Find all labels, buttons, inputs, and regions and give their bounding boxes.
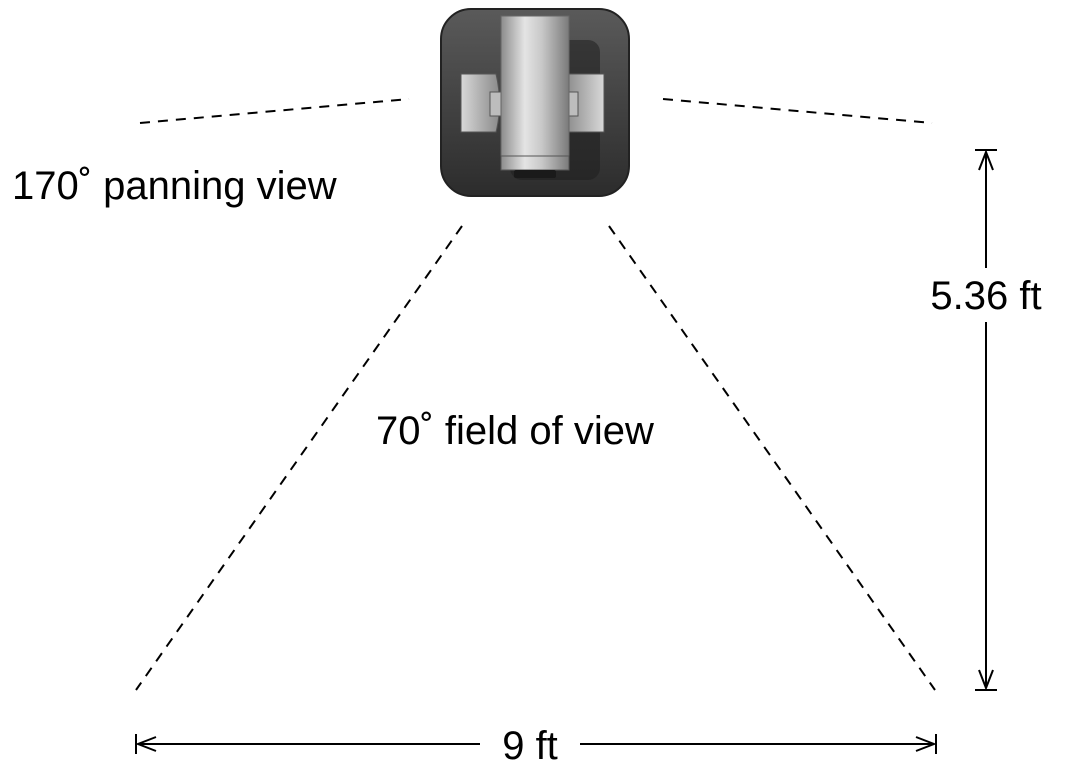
camera-lens-ring	[500, 155, 570, 171]
panning-view-left-line	[139, 98, 410, 124]
security-camera-icon	[440, 8, 630, 197]
camera-body	[500, 15, 570, 167]
panning-view-right-line	[662, 98, 933, 124]
camera-lens	[514, 170, 556, 178]
panning-view-label: 170˚ panning view	[12, 164, 337, 208]
field-of-view-left-line	[135, 225, 463, 691]
width-label: 9 ft	[502, 724, 558, 764]
field-of-view-label: 70˚ field of view	[376, 409, 654, 453]
height-dimension	[975, 149, 997, 691]
width-dimension	[135, 734, 937, 754]
height-label: 5.36 ft	[930, 274, 1041, 318]
field-of-view-right-line	[608, 225, 936, 691]
